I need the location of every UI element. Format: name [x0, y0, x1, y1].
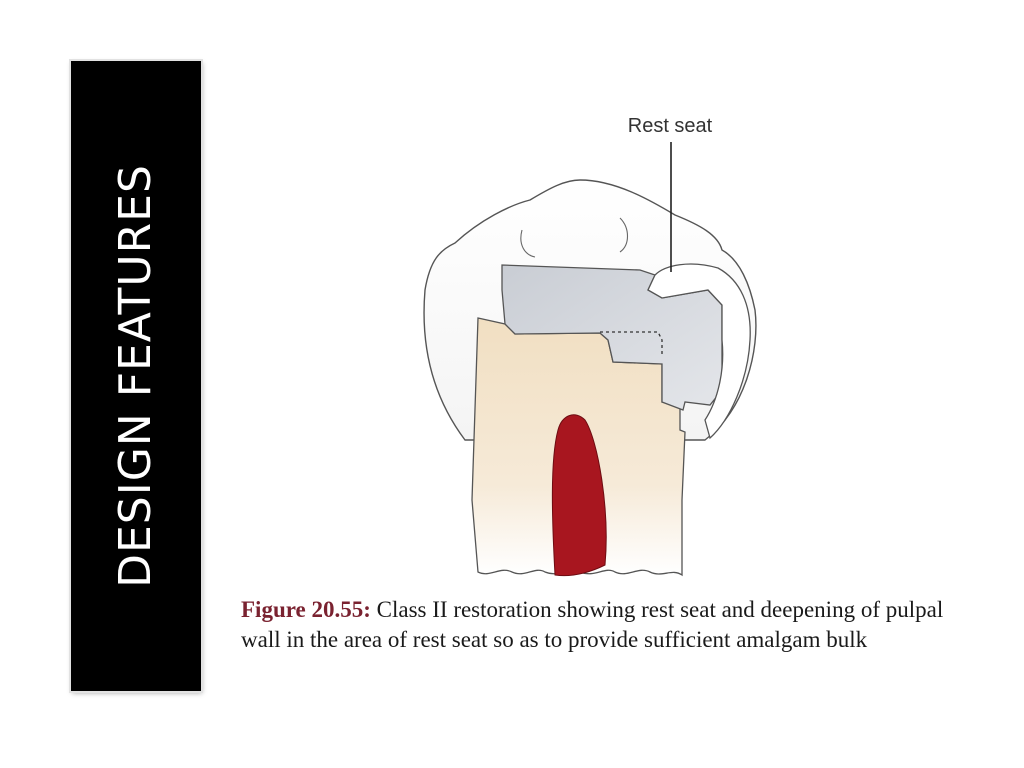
- cusp-ridge-line: [520, 229, 536, 258]
- rest-seat-label: Rest seat: [628, 115, 713, 137]
- caption-figure-number: Figure 20.55:: [241, 597, 371, 622]
- original-pulpal-floor-line: [600, 331, 663, 356]
- proximal-enamel: [647, 263, 751, 440]
- caption-text: Class II restoration showing rest seat a…: [241, 597, 944, 652]
- tooth-diagram: Rest seat: [400, 100, 780, 585]
- slide-title: DESIGN FEATURES: [110, 164, 161, 588]
- figure-caption: Figure 20.55: Class II restoration showi…: [241, 595, 961, 655]
- cusp-ridge-line-2: [619, 217, 629, 253]
- title-banner: DESIGN FEATURES: [71, 61, 201, 691]
- pulp-horn: [551, 414, 607, 577]
